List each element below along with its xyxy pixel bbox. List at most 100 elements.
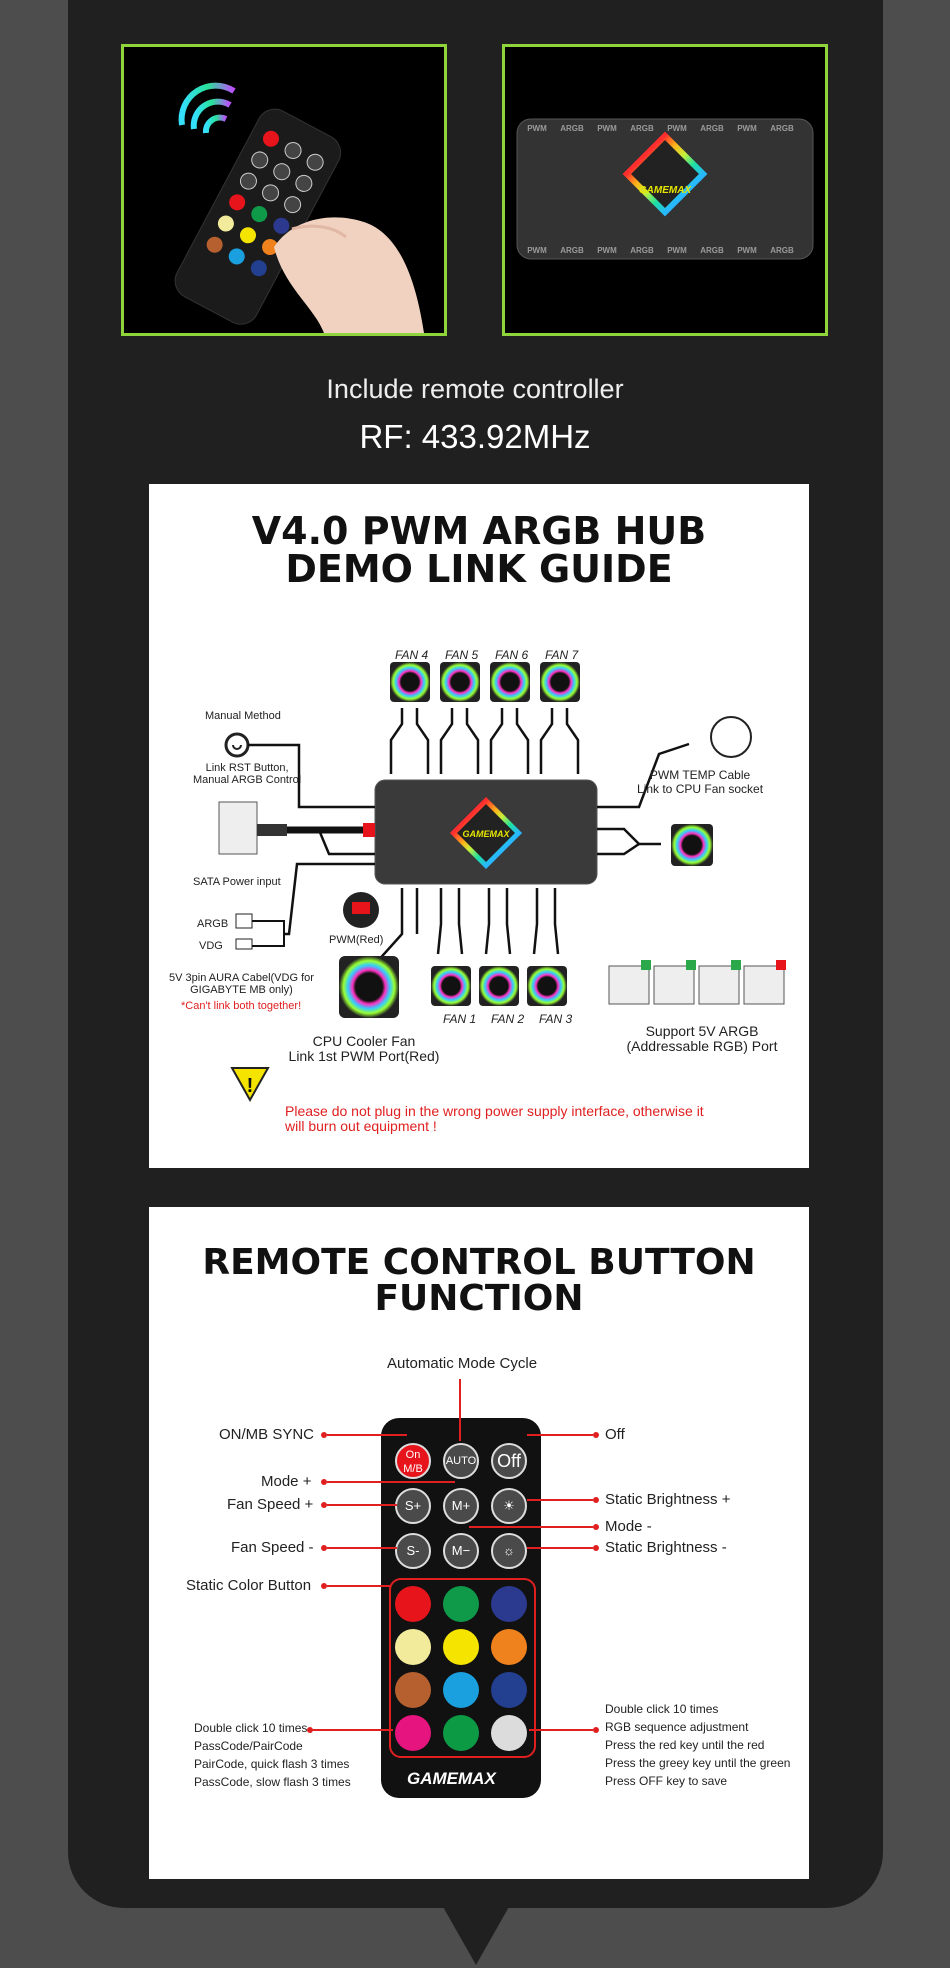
off-dot (593, 1432, 599, 1438)
brightness-minus-icon: ☼ (503, 1543, 515, 1558)
left-note-4: PassCode, slow flash 3 times (194, 1775, 351, 1789)
color-button-2[interactable] (443, 1586, 479, 1622)
hub-port-label: ARGB (560, 246, 584, 255)
pwm-temp-line1: PWM TEMP Cable (649, 768, 751, 782)
aura-label: 5V 3pin AURA Cabel(VDG for GIGABYTE MB o… (169, 972, 314, 996)
remote-title-line2: FUNCTION (374, 1278, 584, 1319)
argb-label: ARGB (197, 918, 229, 930)
fan-speed-minus-label: Fan Speed - (231, 1539, 314, 1556)
panel-pointer (442, 1905, 510, 1965)
top-fans (390, 662, 580, 702)
aura-line1: 5V 3pin AURA Cabel(VDG for (169, 972, 314, 984)
hub-port-label: PWM (737, 246, 757, 255)
link-guide-diagram: GAMEMAX (218, 662, 786, 1103)
cpu-line2: Link 1st PWM Port(Red) (288, 1047, 440, 1064)
cpu-line1: CPU Cooler Fan (312, 1033, 416, 1049)
mode-plus-dot (321, 1479, 327, 1485)
fan-speed-minus-leader (327, 1547, 397, 1549)
brightness-minus-label: Static Brightness - (605, 1539, 727, 1556)
left-note-3: PairCode, quick flash 3 times (194, 1757, 350, 1771)
fan2-label: FAN 2 (491, 1012, 525, 1026)
hub-port-label: PWM (527, 124, 547, 133)
on-mb-dot (321, 1432, 327, 1438)
mode-minus-label: Mode - (605, 1518, 652, 1535)
color-button-9[interactable] (491, 1672, 527, 1708)
pairing-notes: Double click 10 times PassCode/PairCode … (194, 1719, 351, 1791)
pwm-red-label: PWM(Red) (329, 934, 384, 946)
remote-brand: GAMEMAX (407, 1769, 496, 1788)
hub-port-label: ARGB (630, 246, 654, 255)
brightness-plus-label: Static Brightness + (605, 1491, 731, 1508)
color-button-12[interactable] (491, 1715, 527, 1751)
rst-line1: Link RST Button, (205, 762, 289, 774)
off-button[interactable]: Off (491, 1443, 527, 1479)
on-mb-sync-label: ON/MB SYNC (219, 1426, 315, 1443)
brightness-plus-icon: ☀ (503, 1498, 515, 1513)
pairing-dot (307, 1727, 313, 1733)
hub-port-label: ARGB (770, 246, 794, 255)
off-label: Off (605, 1426, 625, 1443)
hub-port-label: ARGB (700, 124, 724, 133)
rst-line2: Manual ARGB Control (193, 774, 302, 786)
hub-small-brand: GAMEMAX (639, 185, 693, 196)
hub-port-label: PWM (737, 124, 757, 133)
auto-leader (459, 1379, 461, 1441)
link-guide-card: V4.0 PWM ARGB HUB DEMO LINK GUIDE (149, 484, 809, 1168)
hub-port-label: PWM (597, 246, 617, 255)
remote-photo (121, 44, 447, 336)
off-leader (527, 1434, 593, 1436)
right-note-1: Double click 10 times (605, 1702, 719, 1716)
hub-port-label: ARGB (560, 124, 584, 133)
color-button-8[interactable] (443, 1672, 479, 1708)
fan4-label: FAN 4 (395, 648, 429, 662)
hub-port-label: ARGB (700, 246, 724, 255)
fan7-label: FAN 7 (545, 648, 579, 662)
support-argb-label: Support 5V ARGB (Addressable RGB) Port (617, 1024, 787, 1053)
remote-function-card: REMOTE CONTROL BUTTON FUNCTION On M/B AU… (149, 1207, 809, 1879)
guide-title-line1: V4.0 PWM ARGB HUB (251, 509, 707, 553)
hub-photo: PWM ARGB PWM ARGB PWM ARGB PWM ARGB PWM ARGB PWM AR… (502, 44, 828, 336)
fan3-label: FAN 3 (539, 1012, 573, 1026)
color-button-1[interactable] (395, 1586, 431, 1622)
speed-plus-button[interactable]: S+ (395, 1488, 431, 1524)
hub-illustration: PWM ARGB PWM ARGB PWM ARGB PWM ARGB PWM ARGB PWM AR… (516, 118, 814, 260)
brightness-plus-dot (593, 1497, 599, 1503)
guide-hub-brand: GAMEMAX (463, 829, 511, 839)
remote-caption: Include remote controller (326, 374, 624, 404)
pwm-temp-label: PWM TEMP Cable Link to CPU Fan socket (637, 768, 763, 796)
color-button-4[interactable] (395, 1629, 431, 1665)
hub-port-label: PWM (667, 124, 687, 133)
on-mb-leader (327, 1434, 407, 1436)
mode-plus-button[interactable]: M+ (443, 1488, 479, 1524)
mode-minus-button[interactable]: M− (443, 1533, 479, 1569)
right-note-4: Press the greey key until the green (605, 1756, 791, 1770)
rgb-sequence-leader (529, 1729, 593, 1731)
brightness-minus-dot (593, 1545, 599, 1551)
mode-plus-leader (327, 1481, 455, 1483)
static-color-label: Static Color Button (186, 1577, 312, 1594)
right-note-2: RGB sequence adjustment (605, 1720, 749, 1734)
pwm-temp-line2: Link to CPU Fan socket (637, 782, 764, 796)
warning-icon: ! (247, 1075, 254, 1097)
hub-port-label: PWM (597, 124, 617, 133)
color-button-6[interactable] (491, 1629, 527, 1665)
auto-cycle-label: Automatic Mode Cycle (387, 1355, 538, 1372)
color-button-11[interactable] (443, 1715, 479, 1751)
auto-button[interactable]: AUTO (443, 1443, 479, 1479)
mode-minus-dot (593, 1524, 599, 1530)
mode-plus-label: Mode + (261, 1473, 312, 1490)
hub-port-label: PWM (667, 246, 687, 255)
speed-minus-button[interactable]: S- (395, 1533, 431, 1569)
on-mb-button[interactable]: On M/B (395, 1443, 431, 1479)
remote-title-line1: REMOTE CONTROL BUTTON (202, 1242, 756, 1283)
color-button-7[interactable] (395, 1672, 431, 1708)
color-button-10[interactable] (395, 1715, 431, 1751)
color-button-5[interactable] (443, 1629, 479, 1665)
argb-controllers (608, 960, 786, 1005)
color-button-3[interactable] (491, 1586, 527, 1622)
brightness-minus-button[interactable]: ☼ (491, 1533, 527, 1569)
manual-method-label: Manual Method (205, 710, 281, 722)
color-group-outline (389, 1578, 536, 1758)
right-note-3: Press the red key until the red (605, 1738, 765, 1752)
brightness-plus-button[interactable]: ☀ (491, 1488, 527, 1524)
